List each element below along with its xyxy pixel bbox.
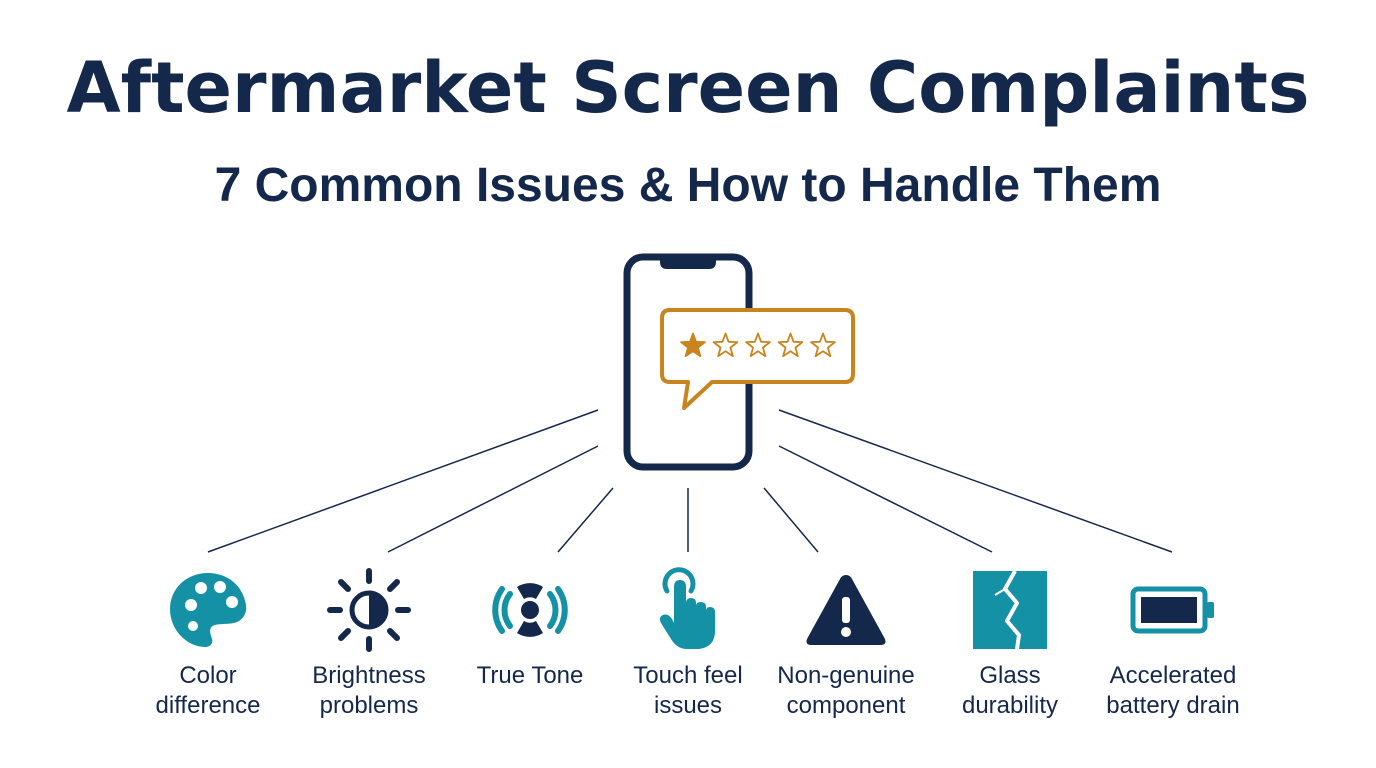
connector-line [387,445,599,553]
connector-lines [207,409,1173,553]
issue-label-line1: Color [179,662,237,689]
issue-true-tone: True Tone [440,565,620,691]
page-subtitle: 7 Common Issues & How to Handle Them [214,159,1162,212]
connector-line [207,409,599,553]
star-empty-icon [712,332,739,358]
issue-label-line1: Glass [979,662,1041,689]
star-rating [680,332,836,358]
issue-touch-feel: Touch feel issues [598,565,778,721]
issue-color-difference: Color difference [118,565,298,721]
star-empty-icon [810,332,836,358]
issue-brightness-problems: Brightness problems [279,565,459,721]
issue-label-line2: component [786,692,906,719]
issue-non-genuine-component: Non-genuine component [756,565,936,721]
star-empty-icon [745,332,771,358]
brightness-icon [327,568,411,652]
true-tone-icon [492,583,568,637]
issue-label-line2: difference [155,692,261,719]
star-empty-icon [777,332,804,358]
cracked-glass-icon [973,570,1047,650]
issue-label-line2: issues [653,692,723,719]
issue-label-line1: True Tone [476,662,584,689]
star-filled-icon [680,332,706,358]
connector-line [763,487,819,553]
connector-line [778,409,1173,553]
palette-icon [170,573,247,647]
connector-line [778,445,993,553]
issue-label-line1: Accelerated [1109,662,1237,689]
touch-icon [659,567,715,649]
issue-label-line1: Brightness [312,662,426,689]
battery-icon [1130,586,1214,634]
connector-line [557,487,614,553]
issue-label-line1: Touch feel [633,662,743,689]
issue-label-line1: Non-genuine [777,662,915,689]
issue-label-line2: problems [319,692,419,719]
issue-label-line2: durability [961,692,1059,719]
issue-battery-drain: Accelerated battery drain [1083,565,1263,721]
page-title: Aftermarket Screen Complaints [66,47,1310,129]
warning-icon [806,575,886,645]
review-bubble-icon [660,308,855,410]
issue-glass-durability: Glass durability [920,565,1100,721]
issue-label-line2: battery drain [1106,692,1240,719]
